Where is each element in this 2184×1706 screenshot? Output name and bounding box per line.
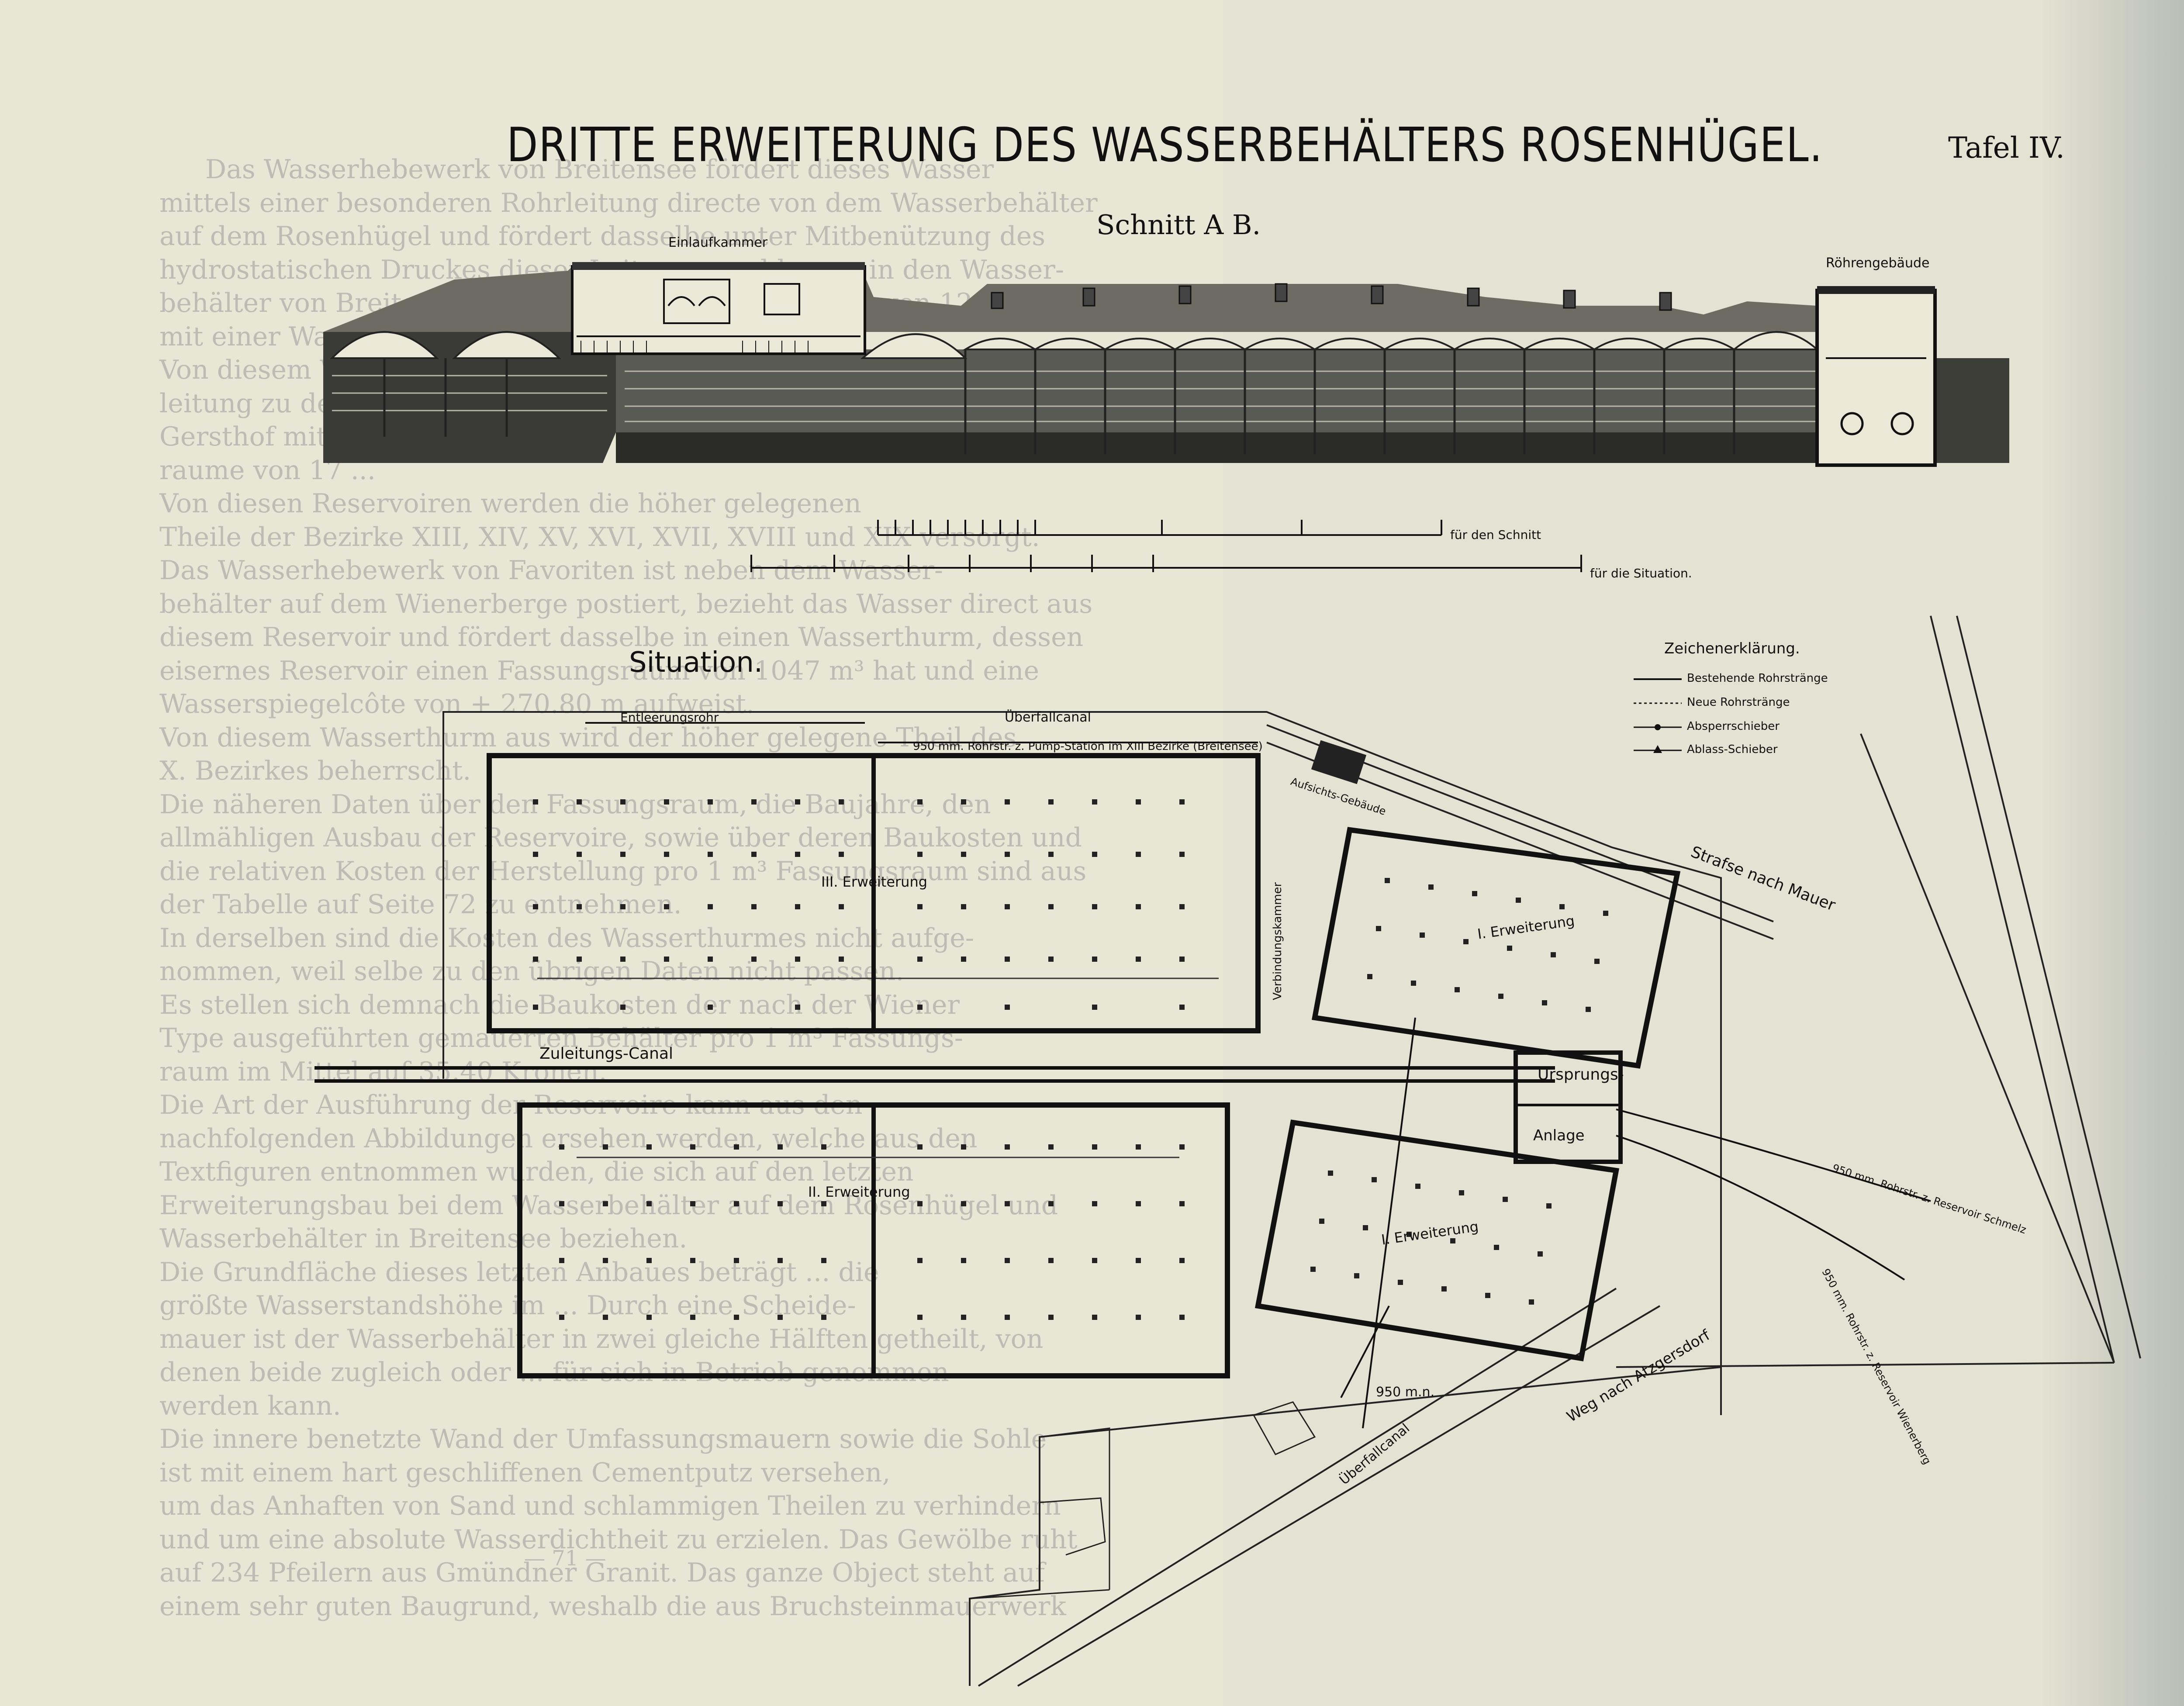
section-piers (383, 349, 1735, 454)
inlet-chamber-building (571, 262, 866, 355)
plate-title: DRITTE ERWEITERUNG DES WASSERBEHÄLTERS R… (507, 118, 1823, 173)
ghost-text-line: mittels einer besonderen Rohrleitung dir… (159, 187, 1098, 218)
ghost-text-line: behälter auf dem Wienerberge postiert, b… (159, 588, 1093, 619)
ghost-text-line: Die näheren Daten über den Fassungsraum,… (159, 789, 991, 820)
ghost-text-line: Es stellen sich demnach die Baukosten de… (159, 989, 960, 1020)
ghost-text-line: eisernes Reservoir einen Fassungsraum vo… (159, 655, 1040, 686)
ghost-text-line: auf 234 Pfeilern aus Gmündner Granit. Da… (159, 1558, 1045, 1588)
legend-title: Zeichenerklärung. (1664, 640, 1800, 657)
ghost-text-line: Wasserspiegelcôte von + 270.80 m aufweis… (159, 689, 755, 719)
plate-number: Tafel IV. (1948, 131, 2065, 165)
label-pipe-house: Röhrengebäude (1826, 256, 1929, 271)
ghost-text-line: Erweiterungsbau bei dem Wasserbehälter a… (159, 1190, 1058, 1221)
ghost-text-line: mauer ist der Wasserbehälter in zwei gle… (159, 1323, 1044, 1354)
pillar-grid-first-lower (1310, 1171, 1552, 1305)
pillar-grid-second (559, 1144, 1185, 1320)
legend-item-drain: Ablass-Schieber (1687, 743, 1778, 756)
ghost-text-line: einem sehr guten Baugrund, weshalb die a… (159, 1591, 1066, 1622)
scale-section (877, 520, 1442, 536)
scale-label-section: für den Schnitt (1450, 528, 1541, 542)
ventilation-caps (991, 283, 1672, 311)
label-dimension-950: 950 m.n. (1376, 1385, 1435, 1400)
basin-first-extension-upper (1311, 827, 1681, 1069)
ghost-text-line: denen beide zugleich oder ... für sich i… (159, 1357, 949, 1388)
inflow-canal (314, 1066, 1555, 1083)
ghost-text-line: Von diesem Wasserthurm aus wird der höhe… (159, 722, 1017, 753)
ghost-text-line: Textfiguren entnommen wurden, die sich a… (159, 1157, 914, 1187)
scale-label-situation: für die Situation. (1590, 566, 1692, 580)
legend-item-existing: Bestehende Rohrstränge (1687, 672, 1828, 685)
pipe-lines (585, 722, 1931, 1429)
legend-item-new: Neue Rohrstränge (1687, 696, 1790, 709)
ghost-text-line: werden kann. (159, 1390, 341, 1421)
ghost-text-line: Wasserbehälter in Breitensee beziehen. (159, 1223, 688, 1254)
ghost-text-line: ist mit einem hart geschliffenen Cementp… (159, 1457, 891, 1488)
label-third-extension: III. Erweiterung (821, 874, 928, 890)
label-overflow-top: Überfallcanal (1005, 710, 1092, 725)
ghost-text-line: Die innere benetzte Wand der Umfassungsm… (159, 1424, 1047, 1454)
ghost-text-line: Type ausgeführten gemauerten Behälter pr… (159, 1023, 964, 1053)
label-origin-plant-line1: Ursprungs- (1538, 1066, 1624, 1084)
label-inflow-canal: Zuleitungs-Canal (539, 1045, 674, 1063)
ghost-text-line: größte Wasserstandshöhe im ... Durch ein… (159, 1290, 856, 1321)
ghost-text-line: und um eine absolute Wasserdichtheit zu … (159, 1524, 1078, 1555)
ghost-text-line: Theile der Bezirke XIII, XIV, XV, XVI, X… (159, 521, 1040, 553)
situation-heading: Situation. (629, 646, 763, 679)
label-connection-chamber: Verbindungskammer (1271, 882, 1284, 1000)
ghost-text-line: auf dem Rosenhügel und fördert dasselbe … (159, 221, 1046, 252)
pipe-house-building (1815, 286, 1937, 467)
pillar-grid-third (533, 799, 1185, 1010)
legend (1634, 678, 1682, 753)
supervision-building (1311, 740, 1367, 784)
ghost-text-line: diesem Reservoir und fördert dasselbe in… (159, 622, 1084, 653)
label-inlet-chamber: Einlaufkammer (668, 235, 768, 250)
label-pipe-950-breitensee: 950 mm. Rohrstr. z. Pump-Station im XIII… (913, 740, 1263, 753)
basin-third-extension (487, 753, 1261, 1033)
label-second-extension: II. Erweiterung (808, 1184, 910, 1200)
houses (969, 1401, 1316, 1599)
ghost-text-line: nommen, weil selbe zu den übrigen Daten … (159, 956, 904, 987)
roads (978, 615, 2141, 1687)
label-origin-plant-line2: Anlage (1533, 1127, 1585, 1144)
site-boundary (442, 711, 1722, 1686)
pillar-grid-first-upper (1367, 878, 1608, 1012)
ghost-text-line: nachfolgenden Abbildungen ersehen werden… (159, 1123, 978, 1154)
ghost-text-line: Das Wasserhebewerk von Breitensee förder… (205, 154, 994, 185)
label-emptying-pipe: Entleerungsrohr (620, 710, 719, 725)
scale-situation (750, 555, 1582, 572)
section-heading: Schnitt A B. (1096, 209, 1261, 241)
origin-plant (1514, 1050, 1623, 1164)
basin-first-extension-lower (1254, 1119, 1620, 1361)
legend-item-shutoff: Absperrschieber (1687, 720, 1780, 733)
basin-second-extension (517, 1102, 1230, 1378)
ghost-text-line: Von diesen Reservoiren werden die höher … (159, 488, 861, 519)
ghost-text-line: der Tabelle auf Seite 72 zu entnehmen. (159, 889, 682, 920)
ghost-text-line: um das Anhaften von Sand und schlammigen… (159, 1491, 1061, 1521)
page-edge-shadow (2041, 0, 2184, 1706)
ghost-text-line: Das Wasserhebewerk von Favoriten ist neb… (159, 555, 943, 586)
ghost-text-line: allmähligen Ausbau der Reservoire, sowie… (159, 822, 1082, 853)
ghost-text-line: die relativen Kosten der Herstellung pro… (159, 856, 1087, 887)
ghost-text-line: X. Bezirkes beherrscht. (159, 756, 471, 786)
ghost-text-line: In derselben sind die Kosten des Wassert… (159, 922, 975, 953)
ghost-page-number: — 71 — (524, 1546, 606, 1571)
